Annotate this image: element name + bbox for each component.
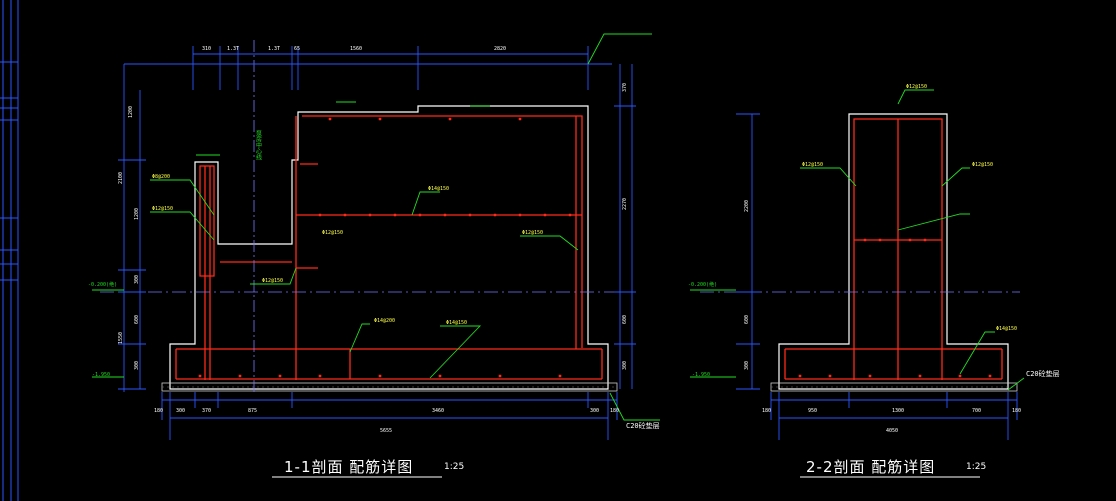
section2-concrete-outline [778,113,1009,390]
section2-rebar [784,118,1003,380]
sheet-frame-left [0,0,19,501]
s1-top-dim-4: 65 [294,46,300,52]
s1-top-dim-2: 1.3T [227,46,239,52]
s1-bot-dim-3: 370 [202,408,211,414]
section1-leaders [92,33,660,421]
section2-dims: 180 950 1300 700 180 4050 2200 600 300 [744,200,1021,434]
s1-bot-dim-5: 3460 [432,408,444,414]
s2-bot-dim-2: 950 [808,408,817,414]
s1-right-dim-4: 300 [622,361,628,370]
s1-overall-width: 5655 [380,428,392,434]
section1-scale: 1:25 [444,462,465,472]
section1-center-label: 泵房中心线 [255,130,262,160]
section1-concrete-outline [169,105,609,390]
s1-left-dim-4: 300 [134,275,140,284]
s2-bot-dim-3: 1300 [892,408,904,414]
section1-note-8: Φ14@150 [446,320,467,326]
s1-left-dim-5: 600 [134,315,140,324]
s1-top-dim-1: 310 [202,46,211,52]
section1-dimension-lines [118,46,636,440]
section2-cushion-label: C20砼垫层 [1026,369,1060,378]
section2-note-3: Φ14@150 [996,326,1017,332]
section1-top-dims: 310 1.3T 1.3T 65 1560 2820 [202,46,506,52]
section2-leaders [690,89,1025,391]
section1-note-3: Φ12@150 [262,278,283,284]
section1-cushion-label: C20砼垫层 [626,421,660,430]
s1-left-dim-1: 1200 [128,106,134,118]
section2-title: 2-2剖面 配筋详图 [806,458,936,476]
s2-overall-width: 4050 [886,428,898,434]
section1-note-2: Φ12@150 [152,206,173,212]
s1-bot-dim-6: 300 [590,408,599,414]
s1-right-dim-1: 370 [622,83,628,92]
s1-bot-dim-1: 180 [154,408,163,414]
section2-rebar-dots [798,238,992,378]
s1-right-dim-2: 2270 [622,198,628,210]
s2-left-dim-3: 300 [744,361,750,370]
section2-scale: 1:25 [966,462,987,472]
section1-rebar [175,115,603,380]
section1-annotations: Φ8@200 Φ12@150 Φ12@150 Φ14@150 Φ12@150 Φ… [152,174,543,326]
section1-rebar-dots [198,117,572,378]
section-2-2: Φ12@150 Φ12@150 Φ12@150 Φ14@150 -0.200(绝… [688,84,1060,440]
s1-left-dim-6: 1550 [118,332,124,344]
section2-note-2: Φ12@150 [972,162,993,168]
section1-bottom-dims: 180 300 370 875 3460 300 180 5655 [154,408,619,434]
section2-ground-elevation: -0.200(绝) [688,281,717,288]
s1-bot-dim-7: 180 [610,408,619,414]
s2-bot-dim-4: 700 [972,408,981,414]
s1-top-dim-6: 2820 [494,46,506,52]
s1-top-dim-3: 1.3T [268,46,280,52]
s1-left-dim-2: 2100 [118,172,124,184]
s2-left-dim-1: 2200 [744,200,750,212]
section1-note-4: Φ14@150 [428,186,449,192]
section2-annotations: Φ12@150 Φ12@150 Φ12@150 Φ14@150 [802,84,1017,332]
s2-left-dim-2: 600 [744,315,750,324]
s2-bot-dim-1: 180 [762,408,771,414]
section1-note-5: Φ12@150 [522,230,543,236]
section2-bottom-elevation: -1.950 [692,372,710,378]
section1-left-dims: 1200 2100 1200 300 600 1550 300 370 2270… [118,83,628,370]
section2-dimension-lines [736,113,1018,440]
section2-note-1: Φ12@150 [802,162,823,168]
s1-bot-dim-2: 300 [176,408,185,414]
s1-left-dim-7: 300 [134,361,140,370]
s1-top-dim-5: 1560 [350,46,362,52]
section1-note-1: Φ8@200 [152,174,170,180]
section1-note-6: Φ12@150 [322,230,343,236]
section-1-1: Φ8@200 Φ12@150 Φ12@150 Φ14@150 Φ12@150 Φ… [88,33,660,440]
section1-note-7: Φ14@200 [374,318,395,324]
s1-left-dim-3: 1200 [134,208,140,220]
s1-bot-dim-4: 875 [248,408,257,414]
section1-title: 1-1剖面 配筋详图 [284,458,414,476]
section1-bottom-elevation: -1.950 [92,372,110,378]
s2-bot-dim-5: 180 [1012,408,1021,414]
s1-right-dim-3: 600 [622,315,628,324]
section1-ground-elevation: -0.200(绝) [88,281,117,288]
section2-top-note: Φ12@150 [906,84,927,90]
